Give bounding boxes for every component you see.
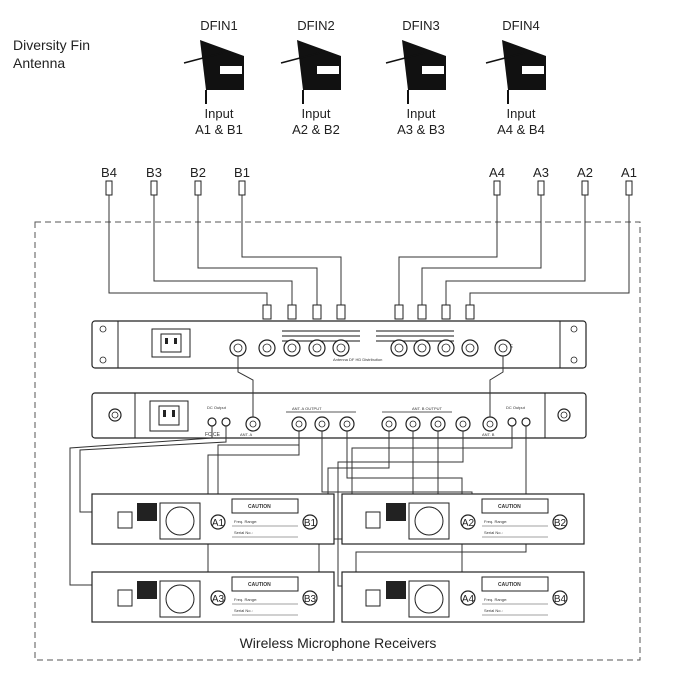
caution-text: CAUTION [248, 504, 271, 510]
cable-label-a3: A3 [533, 165, 549, 180]
cable-label-a2: A2 [577, 165, 593, 180]
antenna-input-line1: Input [205, 106, 234, 121]
receiver-2: CAUTION Freq. Range: Serial No.: A2 B2 [341, 493, 585, 545]
cable-label-a4: A4 [489, 165, 505, 180]
receiver-ant-a-label: A2 [462, 518, 475, 529]
dc-output-label-right: DC Output [506, 405, 526, 410]
cable-label-b4: B4 [101, 165, 117, 180]
receiver-4: CAUTION Freq. Range: Serial No.: A4 B4 [341, 571, 585, 623]
ant-a-input-label: ANT. A [240, 432, 253, 437]
caution-text: CAUTION [248, 582, 271, 588]
antenna-input-line2: A2 & B2 [292, 122, 340, 137]
freq-range-label: Freq. Range: [484, 519, 507, 524]
dc-output-label-left: DC Output [207, 405, 227, 410]
receiver-ant-b-label: B2 [554, 518, 567, 529]
receiver-ant-b-label: B3 [304, 594, 317, 605]
caution-text: CAUTION [498, 504, 521, 510]
antenna-input-line1: Input [407, 106, 436, 121]
freq-range-label: Freq. Range: [234, 519, 257, 524]
antenna-cables [108, 195, 630, 305]
receiver-1: CAUTION Freq. Range: Serial No.: A1 B1 [91, 493, 335, 545]
antenna-input-line2: A1 & B1 [195, 122, 243, 137]
receiver-3: CAUTION Freq. Range: Serial No.: A3 B3 [91, 571, 335, 623]
cable-plug-icons [105, 180, 633, 196]
antenna-name: DFIN2 [297, 18, 335, 33]
freq-range-label: Freq. Range: [484, 597, 507, 602]
antenna-input-line2: A4 & B4 [497, 122, 545, 137]
antenna-input-line2: A3 & B3 [397, 122, 445, 137]
combiner-small-text: Antenna DF HD Distribution [333, 357, 382, 362]
antenna-name: DFIN3 [402, 18, 440, 33]
rack-enclosure [34, 221, 641, 661]
antenna-input-line1: Input [302, 106, 331, 121]
combiner-plug-icons [262, 304, 475, 320]
serial-label: Serial No.: [484, 608, 503, 613]
antenna-dfin4: DFIN4 Input A4 & B4 [485, 18, 546, 137]
ant-a-output-label: ANT. A OUTPUT [292, 406, 322, 411]
antenna-input-line1: Input [507, 106, 536, 121]
receiver-ant-a-label: A3 [212, 594, 225, 605]
cable-label-a1: A1 [621, 165, 637, 180]
cable-label-b3: B3 [146, 165, 162, 180]
serial-label: Serial No.: [234, 608, 253, 613]
freq-range-label: Freq. Range: [234, 597, 257, 602]
diagram-title-line2: Antenna [13, 55, 65, 71]
cable-label-b1: B1 [234, 165, 250, 180]
caution-text: CAUTION [498, 582, 521, 588]
distribution-fc-mark: FC CE [205, 432, 221, 438]
receiver-ant-a-label: A1 [212, 518, 225, 529]
receivers-caption: Wireless Microphone Receivers [240, 635, 437, 651]
antenna-dfin3: DFIN3 Input A3 & B3 [385, 18, 446, 137]
combiner-bnc-connectors [229, 339, 512, 357]
antenna-fin-icon [200, 40, 244, 90]
diagram-title-line1: Diversity Fin [13, 37, 90, 53]
serial-label: Serial No.: [484, 530, 503, 535]
antenna-fin-icon [402, 40, 446, 90]
serial-label: Serial No.: [234, 530, 253, 535]
antenna-name: DFIN4 [502, 18, 540, 33]
antenna-name: DFIN1 [200, 18, 238, 33]
ant-b-output-label: ANT. B OUTPUT [412, 406, 443, 411]
antenna-dfin2: DFIN2 Input A2 & B2 [280, 18, 341, 137]
receiver-ant-a-label: A4 [462, 594, 475, 605]
antenna-dfin1: DFIN1 Input A1 & B1 [183, 18, 244, 137]
antenna-fin-icon [502, 40, 546, 90]
ant-b-input-label: ANT. B [482, 432, 495, 437]
antenna-fin-icon [297, 40, 341, 90]
receiver-ant-b-label: B4 [554, 594, 567, 605]
jumper-cables [237, 356, 504, 417]
receiver-ant-b-label: B1 [304, 518, 317, 529]
cable-label-b2: B2 [190, 165, 206, 180]
